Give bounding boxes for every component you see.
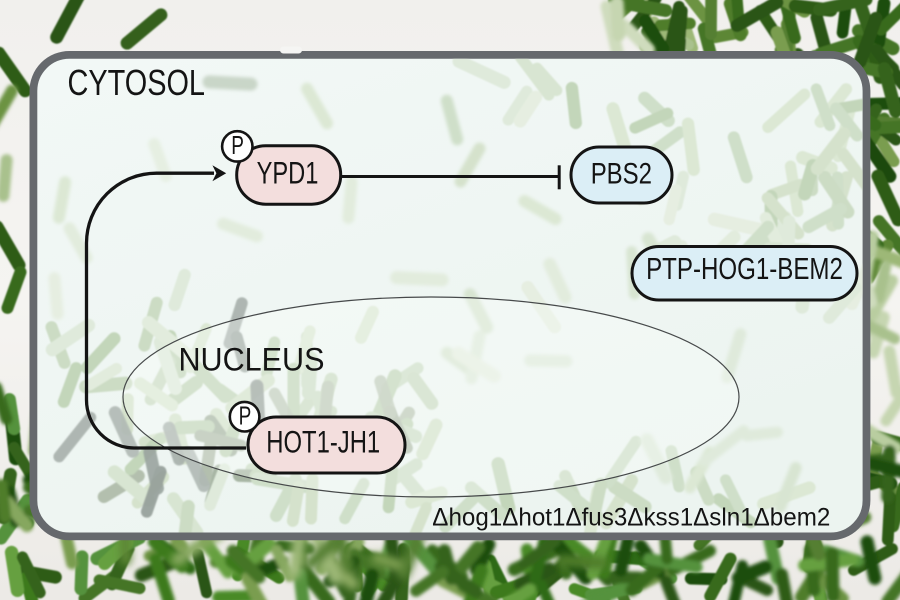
svg-text:CYTOSOL: CYTOSOL	[68, 62, 206, 103]
svg-text:YPD1: YPD1	[257, 154, 319, 190]
svg-text:Δhog1Δhot1Δfus3Δkss1Δsln1Δbem2: Δhog1Δhot1Δfus3Δkss1Δsln1Δbem2	[432, 504, 830, 532]
svg-text:PTP-HOG1-BEM2: PTP-HOG1-BEM2	[646, 253, 843, 286]
svg-text:P: P	[239, 403, 252, 431]
svg-text:NUCLEUS: NUCLEUS	[179, 341, 325, 378]
svg-text:P: P	[231, 132, 244, 160]
svg-text:HOT1-JH1: HOT1-JH1	[266, 425, 380, 460]
svg-text:PBS2: PBS2	[591, 158, 652, 191]
